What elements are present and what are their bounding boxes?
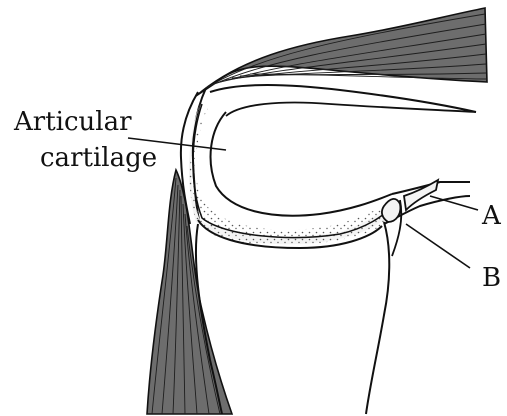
label-cartilage: cartilage	[40, 143, 157, 173]
label-a: A	[481, 201, 502, 231]
label-articular: Articular	[13, 107, 132, 137]
lower-left-muscle	[147, 170, 232, 414]
leader-b	[406, 224, 470, 268]
upper-bone	[210, 85, 476, 112]
meniscus	[382, 180, 438, 222]
label-b: B	[482, 263, 501, 293]
upper-muscle	[196, 8, 487, 96]
articular-cartilage	[189, 100, 392, 245]
